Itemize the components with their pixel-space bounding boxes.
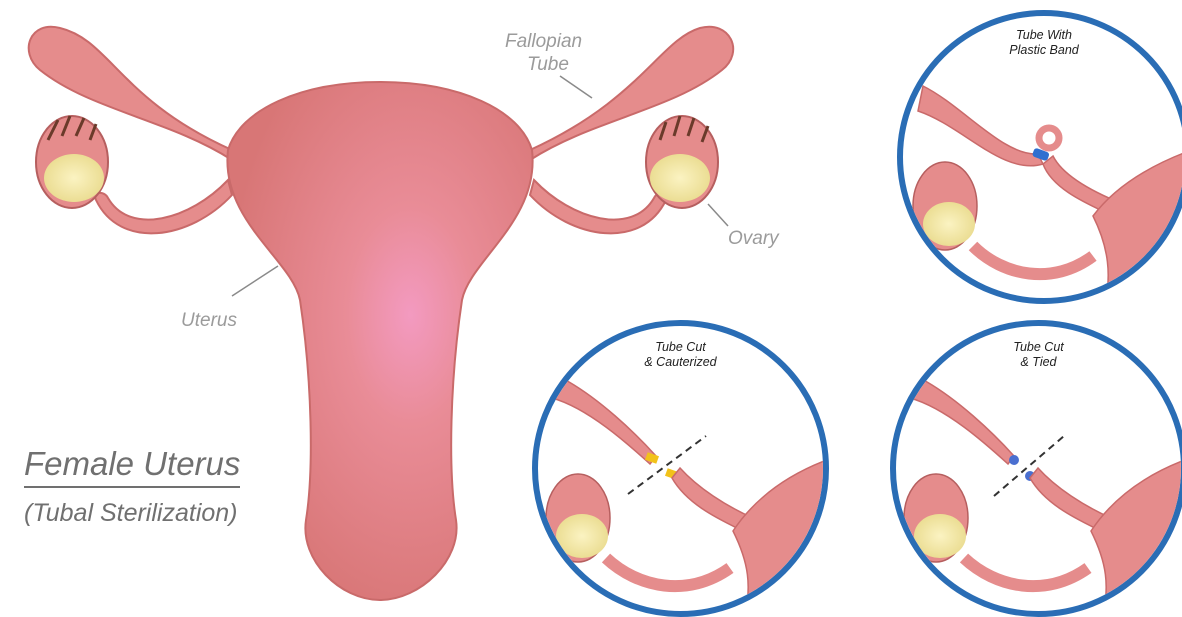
inset-cut-cauterized: Tube Cut & Cauterized (532, 320, 829, 617)
left-ovary-ligament (95, 180, 232, 233)
fallopian-leader (560, 76, 592, 98)
inset-cut-tied: Tube Cut & Tied (890, 320, 1182, 617)
right-ovary (646, 116, 718, 208)
inset-plastic-band: Tube With Plastic Band (897, 10, 1182, 304)
ovary-label: Ovary (728, 227, 779, 250)
inset-cut-cauterized-label: Tube Cut & Cauterized (538, 340, 823, 370)
inset-plastic-band-label: Tube With Plastic Band (903, 28, 1182, 58)
uterus-body (227, 82, 532, 600)
ovary-leader (708, 204, 728, 226)
uterus-label: Uterus (181, 309, 237, 332)
right-ovary-ligament (530, 180, 667, 233)
diagram-subtitle: (Tubal Sterilization) (24, 499, 238, 528)
fallopian-tube-label: Fallopian Tube (505, 30, 582, 76)
left-ovary (36, 116, 108, 208)
uterus-leader (232, 266, 278, 296)
inset-cut-tied-label: Tube Cut & Tied (896, 340, 1181, 370)
diagram-title: Female Uterus (24, 444, 240, 488)
